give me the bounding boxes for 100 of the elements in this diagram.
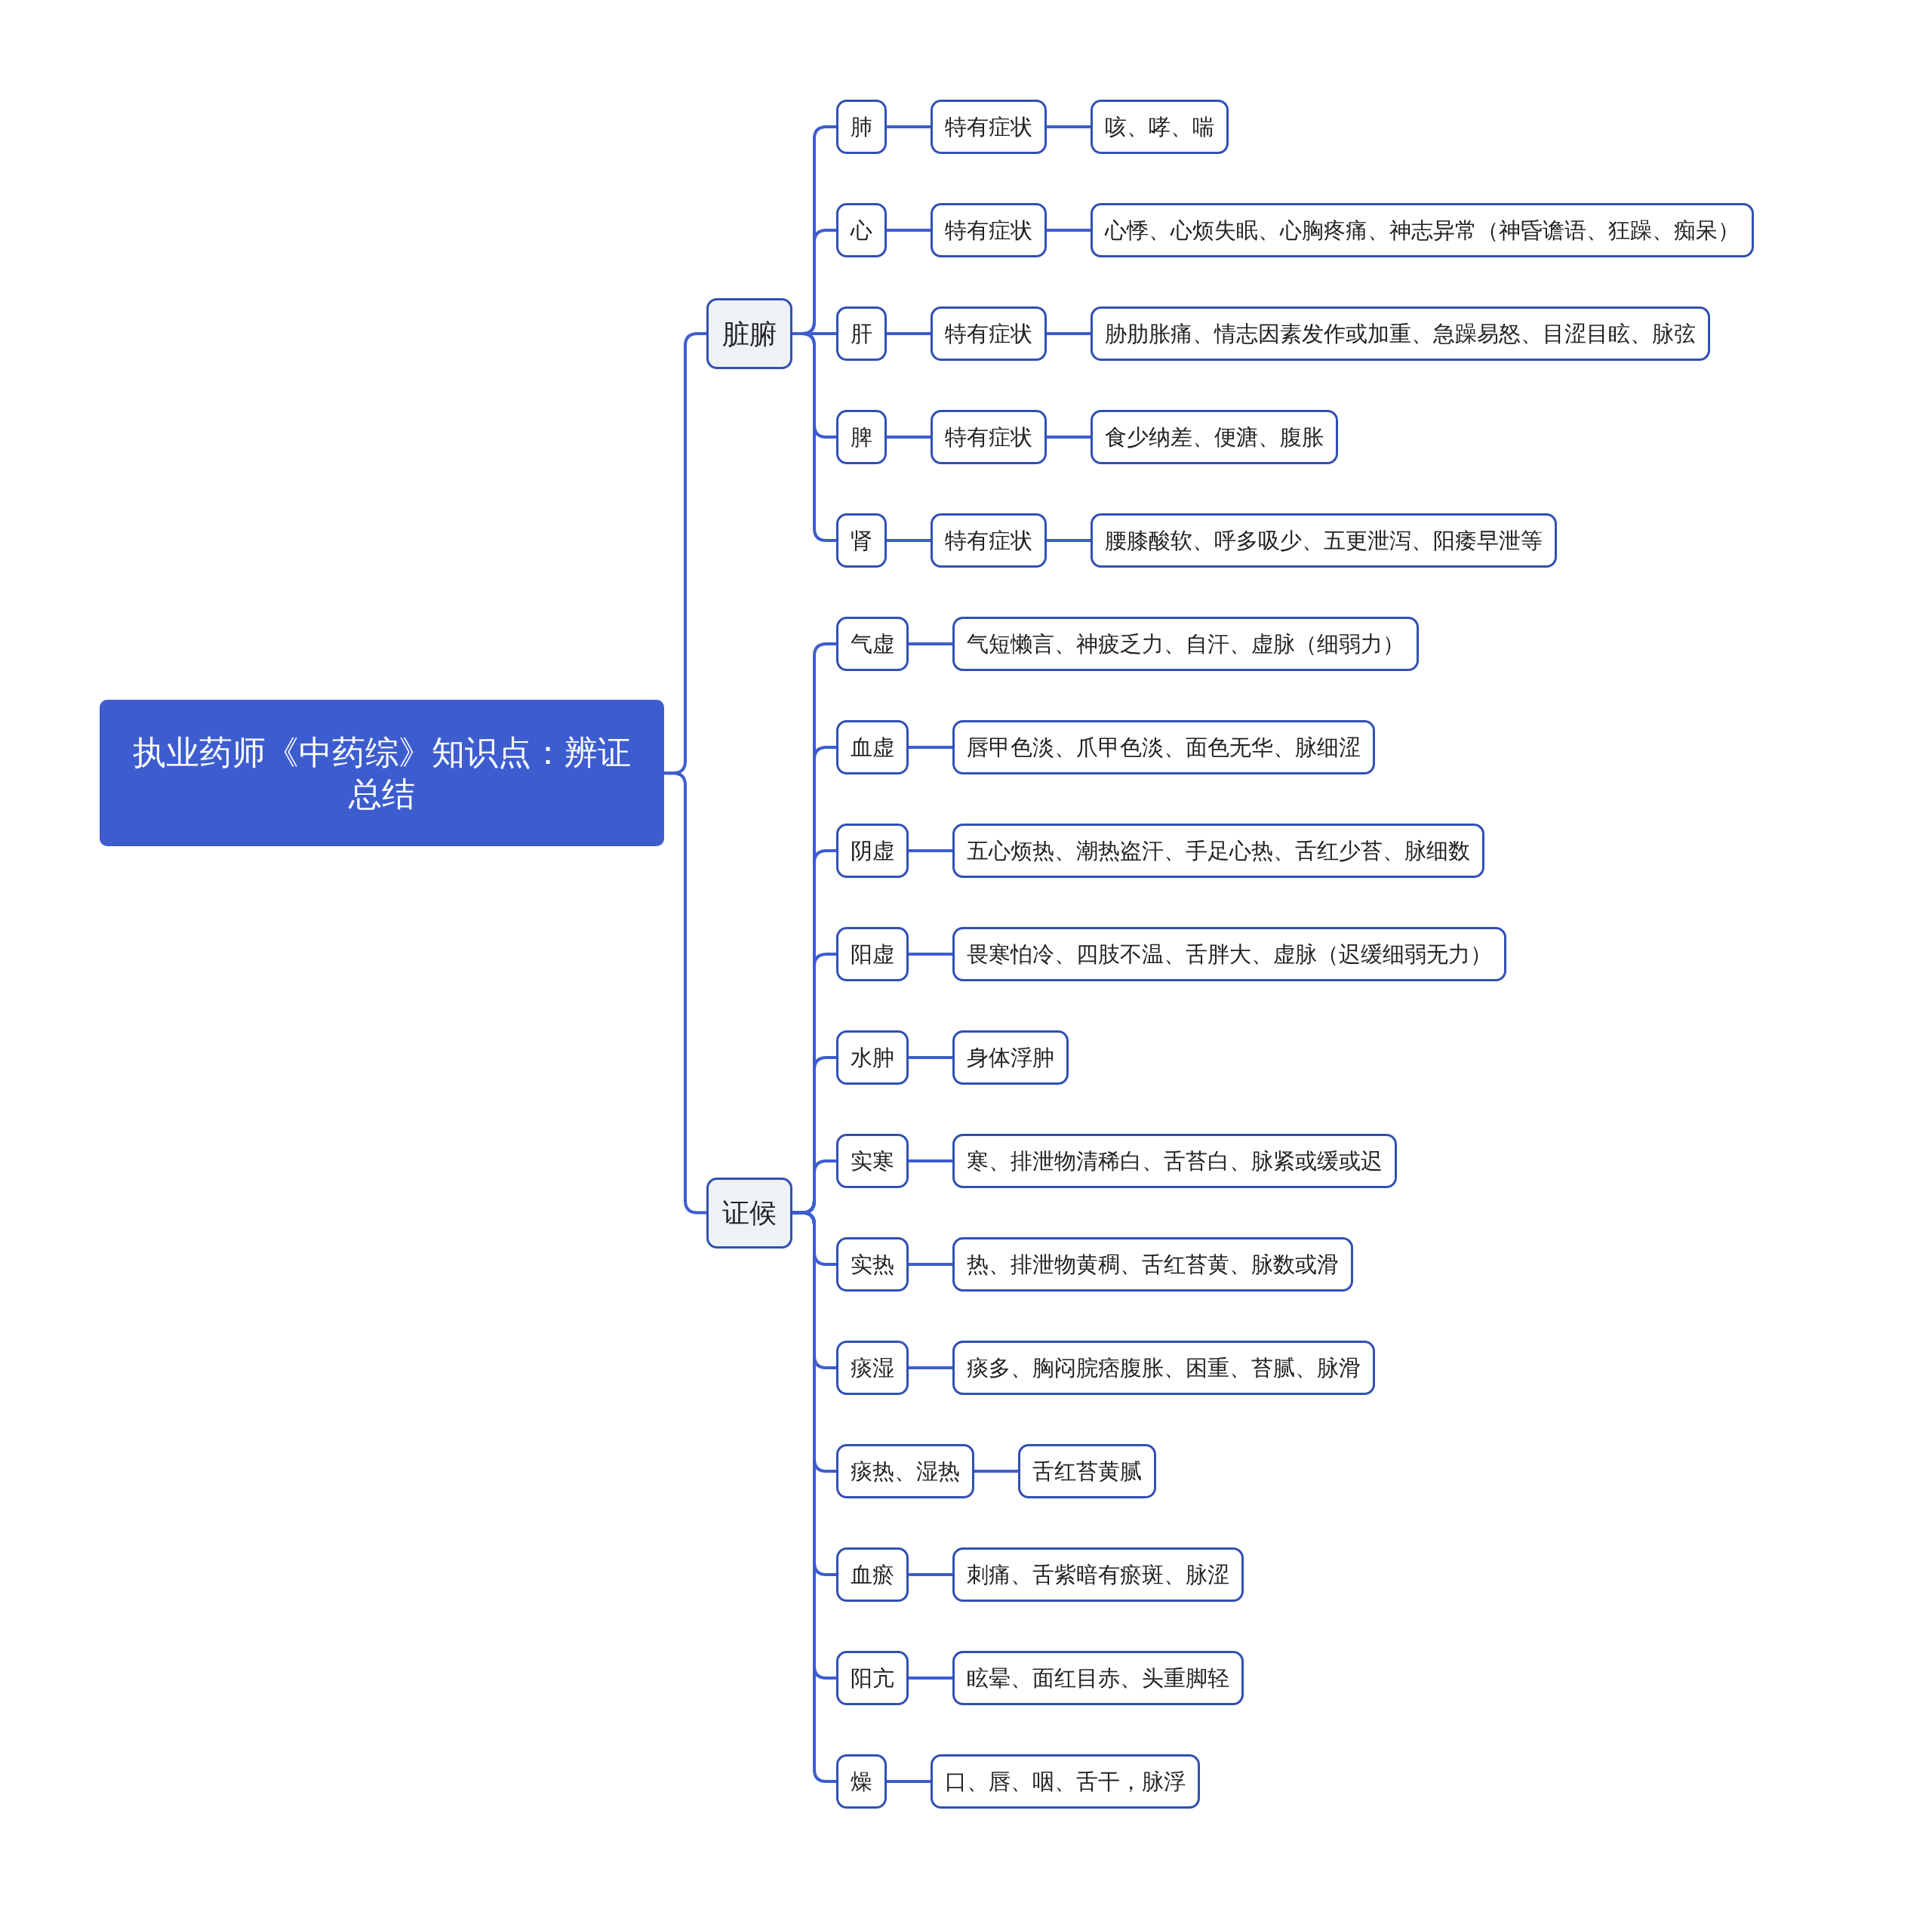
- topic-text: 咳、哮、喘: [1105, 112, 1214, 141]
- topic-text: 畏寒怕冷、四肢不温、舌胖大、虚脉（迟缓细弱无力）: [967, 940, 1492, 968]
- topic-box: [1091, 100, 1229, 154]
- topic-text: 燥: [851, 1767, 872, 1796]
- topic-text: 食少纳差、便溏、腹胀: [1105, 423, 1324, 451]
- topic-box: [1018, 1444, 1156, 1498]
- topic-text: 舌红苔黄腻: [1032, 1457, 1142, 1486]
- connector-line: [974, 1470, 1018, 1473]
- topic-box: [931, 1754, 1200, 1809]
- topic-text: 血虚: [851, 733, 894, 762]
- connector-line: [1047, 539, 1091, 542]
- connector-line: [887, 229, 931, 232]
- topic-box: [1091, 306, 1710, 361]
- topic-box: [952, 1341, 1375, 1395]
- topic-text: 特有症状: [945, 319, 1032, 348]
- topic-box: [952, 720, 1375, 774]
- topic-box: [931, 306, 1047, 361]
- main-branch-box: [706, 298, 792, 369]
- topic-text: 痰热、湿热: [851, 1457, 960, 1486]
- root-topic-box: [100, 700, 664, 847]
- topic-text: 实寒: [851, 1147, 894, 1175]
- topic-text: 脏腑: [722, 317, 777, 351]
- topic-box: [952, 1237, 1353, 1292]
- topic-text: 实热: [851, 1250, 894, 1279]
- topic-text: 痰多、胸闷脘痞腹胀、困重、苔腻、脉滑: [967, 1353, 1361, 1382]
- topic-box: [836, 1237, 909, 1292]
- connector-line: [887, 332, 931, 335]
- topic-box: [836, 1341, 909, 1395]
- topic-box: [952, 1030, 1069, 1085]
- topic-text: 特有症状: [945, 216, 1032, 245]
- topic-box: [931, 203, 1047, 257]
- topic-text: 气虚: [851, 630, 894, 658]
- topic-text: 肺: [851, 112, 872, 141]
- topic-text: 阳虚: [851, 940, 894, 968]
- topic-box: [952, 617, 1419, 671]
- topic-box: [836, 617, 909, 671]
- topic-text: 肝: [851, 319, 872, 348]
- topic-box: [931, 410, 1047, 464]
- topic-text: 热、排泄物黄稠、舌红苔黄、脉数或滑: [967, 1250, 1339, 1279]
- connector-line: [909, 1056, 952, 1059]
- topic-box: [836, 410, 887, 464]
- topic-box: [836, 1134, 909, 1188]
- topic-text: 特有症状: [945, 423, 1032, 451]
- topic-box: [836, 927, 909, 981]
- topic-box: [836, 824, 909, 878]
- connector-line: [1047, 229, 1091, 232]
- topic-box: [836, 306, 887, 361]
- topic-text: 胁肋胀痛、情志因素发作或加重、急躁易怒、目涩目眩、脉弦: [1105, 319, 1696, 348]
- topic-text: 特有症状: [945, 112, 1032, 141]
- connector-line: [1047, 332, 1091, 335]
- topic-box: [836, 513, 887, 568]
- topic-box: [836, 100, 887, 154]
- topic-box: [952, 927, 1506, 981]
- connector-line: [1047, 436, 1091, 439]
- connector-line: [909, 1677, 952, 1680]
- topic-box: [1091, 513, 1557, 568]
- topic-box: [952, 1651, 1244, 1705]
- topic-box: [836, 1030, 909, 1085]
- topic-box: [1091, 203, 1754, 257]
- topic-text: 口、唇、咽、舌干，脉浮: [945, 1767, 1186, 1796]
- main-branch-box: [706, 1177, 792, 1249]
- connector-line: [909, 746, 952, 749]
- topic-text: 腰膝酸软、呼多吸少、五更泄泻、阳痿早泄等: [1105, 526, 1543, 555]
- topic-text: 眩晕、面红目赤、头重脚轻: [967, 1664, 1229, 1692]
- topic-box: [931, 100, 1047, 154]
- connector-line: [909, 642, 952, 645]
- connector-line: [909, 1263, 952, 1266]
- topic-box: [1091, 410, 1338, 464]
- topic-text: 阴虚: [851, 836, 894, 865]
- topic-box: [952, 1134, 1397, 1188]
- topic-text: 身体浮肿: [967, 1043, 1054, 1072]
- topic-text: 痰湿: [851, 1353, 894, 1382]
- topic-box: [952, 824, 1484, 878]
- topic-box: [952, 1547, 1244, 1602]
- topic-box: [836, 720, 909, 774]
- topic-text: 气短懒言、神疲乏力、自汗、虚脉（细弱力）: [967, 630, 1404, 658]
- topic-text: 血瘀: [851, 1560, 894, 1589]
- topic-box: [836, 1547, 909, 1602]
- topic-text: 肾: [851, 526, 872, 555]
- topic-text: 特有症状: [945, 526, 1032, 555]
- topic-text: 证候: [722, 1196, 777, 1230]
- topic-text: 心: [851, 216, 872, 245]
- topic-box: [836, 1754, 887, 1809]
- topic-text: 五心烦热、潮热盗汗、手足心热、舌红少苔、脉细数: [967, 836, 1470, 865]
- connector-line: [664, 771, 706, 1215]
- topic-box: [931, 513, 1047, 568]
- topic-text: 刺痛、舌紫暗有瘀斑、脉涩: [967, 1560, 1229, 1589]
- topic-text: 寒、排泄物清稀白、舌苔白、脉紧或缓或迟: [967, 1147, 1383, 1175]
- topic-text: 执业药师《中药综》知识点：辨证总结: [132, 732, 632, 815]
- topic-box: [836, 1444, 974, 1498]
- connector-line: [909, 1159, 952, 1162]
- topic-text: 水肿: [851, 1043, 894, 1072]
- connector-line: [1047, 125, 1091, 128]
- connector-line: [887, 539, 931, 542]
- connector-line: [887, 125, 931, 128]
- topic-text: 阳亢: [851, 1664, 894, 1692]
- topic-box: [836, 1651, 909, 1705]
- connector-line: [909, 1573, 952, 1576]
- connector-line: [909, 953, 952, 956]
- topic-text: 脾: [851, 423, 872, 451]
